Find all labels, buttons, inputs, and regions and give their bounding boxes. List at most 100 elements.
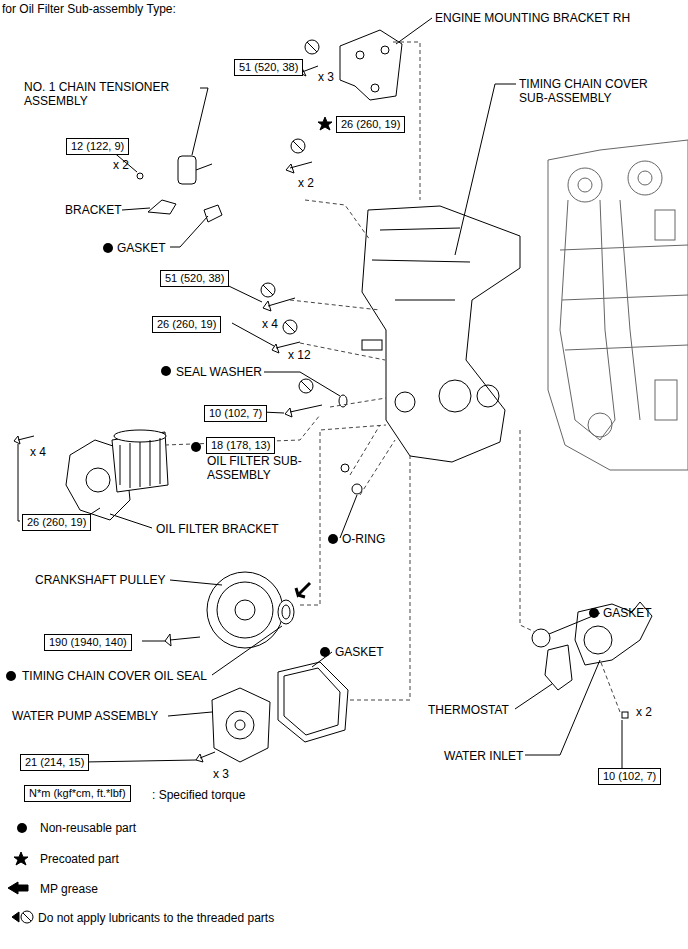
diagram-title: for Oil Filter Sub-assembly Type: xyxy=(2,2,176,16)
leader-lines xyxy=(264,372,340,396)
no-lube-symbols xyxy=(261,40,319,393)
quantity: x 3 xyxy=(318,70,334,84)
leader-lines xyxy=(110,514,152,528)
bolts xyxy=(622,712,628,718)
quantity: x 3 xyxy=(213,767,229,781)
water-pump-parts xyxy=(212,688,270,762)
legend-symbols xyxy=(12,912,19,922)
non-reusable-dots xyxy=(320,647,330,657)
torque-value: 51 (520, 38) xyxy=(239,61,298,73)
timing-chain-cover xyxy=(362,206,520,462)
legend-symbols xyxy=(23,913,31,921)
engine-block xyxy=(628,161,662,195)
engine-block xyxy=(568,168,602,202)
non-reusable-dots xyxy=(161,366,171,376)
leader-lines xyxy=(396,18,432,44)
oil-filter-parts xyxy=(120,438,160,488)
mounting-bracket xyxy=(340,30,402,100)
oil-filter-parts xyxy=(352,484,362,494)
tensioner-parts xyxy=(137,156,222,222)
part-name: CRANKSHAFT PULLEY xyxy=(35,573,165,587)
bolts xyxy=(14,66,628,762)
pulley-seal xyxy=(282,605,290,619)
legend-text: Do not apply lubricants to the threaded … xyxy=(38,911,274,925)
leader-lines xyxy=(170,580,222,585)
leader-lines xyxy=(212,626,282,675)
torque-value: 190 (1940, 140) xyxy=(49,636,127,648)
mounting-bracket xyxy=(381,46,389,54)
legend-text: Non-reusable part xyxy=(40,821,136,835)
legend-text: MP grease xyxy=(40,882,98,896)
torque-box: 21 (214, 15) xyxy=(20,754,89,771)
non-reusable-dots xyxy=(6,671,16,681)
no-lube-symbols xyxy=(291,139,305,153)
part-name: GASKET xyxy=(335,645,384,659)
legend-symbols xyxy=(8,882,28,894)
engine-block xyxy=(588,413,612,437)
engine-block xyxy=(638,171,652,185)
leader-lines xyxy=(170,216,208,247)
engine-block xyxy=(655,210,675,240)
oil-filter-parts xyxy=(114,430,166,442)
torque-box: 51 (520, 38) xyxy=(160,270,229,287)
no-lube-symbols xyxy=(307,42,317,52)
quantity: x 2 xyxy=(636,705,652,719)
pulley-seal xyxy=(207,572,283,648)
no-lube-symbols xyxy=(299,379,313,393)
engine-block xyxy=(548,140,688,470)
leader-lines xyxy=(18,18,622,775)
torque-box: 26 (260, 19) xyxy=(152,316,221,333)
engine-block xyxy=(655,380,677,420)
tensioner-parts xyxy=(137,173,143,179)
legend-symbols xyxy=(8,823,33,923)
part-name: SEAL WASHER xyxy=(176,365,262,379)
precoat-star xyxy=(318,117,332,130)
non-reusable-dots xyxy=(191,442,201,452)
engine-block xyxy=(578,178,592,192)
torque-value: 10 (102, 7) xyxy=(603,770,656,782)
water-pump-parts xyxy=(284,668,340,735)
water-pump-parts xyxy=(278,662,348,742)
engine-block xyxy=(620,200,640,420)
legend-symbols xyxy=(14,852,28,865)
part-name: THERMOSTAT xyxy=(428,703,509,717)
part-name: GASKET xyxy=(117,241,166,255)
engine-block xyxy=(560,200,615,440)
part-name: BRACKET xyxy=(65,203,122,217)
legend-text: Precoated part xyxy=(40,852,119,866)
torque-value: 12 (122, 9) xyxy=(71,140,124,152)
bolts xyxy=(165,634,200,646)
torque-box: 190 (1940, 140) xyxy=(44,634,132,651)
torque-box: 26 (260, 19) xyxy=(22,514,91,531)
torque-value: 26 (260, 19) xyxy=(157,318,216,330)
timing-chain-cover xyxy=(362,206,520,462)
precoat-star xyxy=(318,117,332,130)
thermostat-parts xyxy=(545,645,572,690)
alignment-dashes xyxy=(350,425,395,495)
torque-box: 18 (178, 13) xyxy=(206,437,275,454)
torque-value: 26 (260, 19) xyxy=(27,516,86,528)
water-pump-parts xyxy=(212,662,348,762)
bolts xyxy=(196,752,215,762)
torque-box: 51 (520, 38) xyxy=(234,59,303,76)
alignment-dashes xyxy=(600,660,620,712)
leader-lines xyxy=(84,760,196,762)
part-name: ENGINE MOUNTING BRACKET RH xyxy=(435,11,630,25)
leader-lines xyxy=(515,684,552,709)
pulley-seal xyxy=(278,600,294,624)
torque-value: 51 (520, 38) xyxy=(165,272,224,284)
oil-filter-parts xyxy=(66,395,362,520)
mounting-bracket xyxy=(340,30,402,100)
leader-lines xyxy=(622,720,623,775)
part-name: TIMING CHAIN COVER SUB-ASSEMBLY xyxy=(519,77,679,105)
mounting-bracket xyxy=(356,51,364,59)
leader-lines xyxy=(455,84,516,255)
part-name: OIL FILTER SUB-ASSEMBLY xyxy=(207,454,309,482)
bolts xyxy=(14,436,34,444)
quantity: x 2 xyxy=(298,176,314,190)
timing-chain-cover xyxy=(372,228,470,300)
legend-symbols xyxy=(17,823,27,833)
tensioner-parts xyxy=(178,156,196,184)
no-lube-symbols xyxy=(285,322,295,332)
tensioner-parts xyxy=(204,205,222,222)
